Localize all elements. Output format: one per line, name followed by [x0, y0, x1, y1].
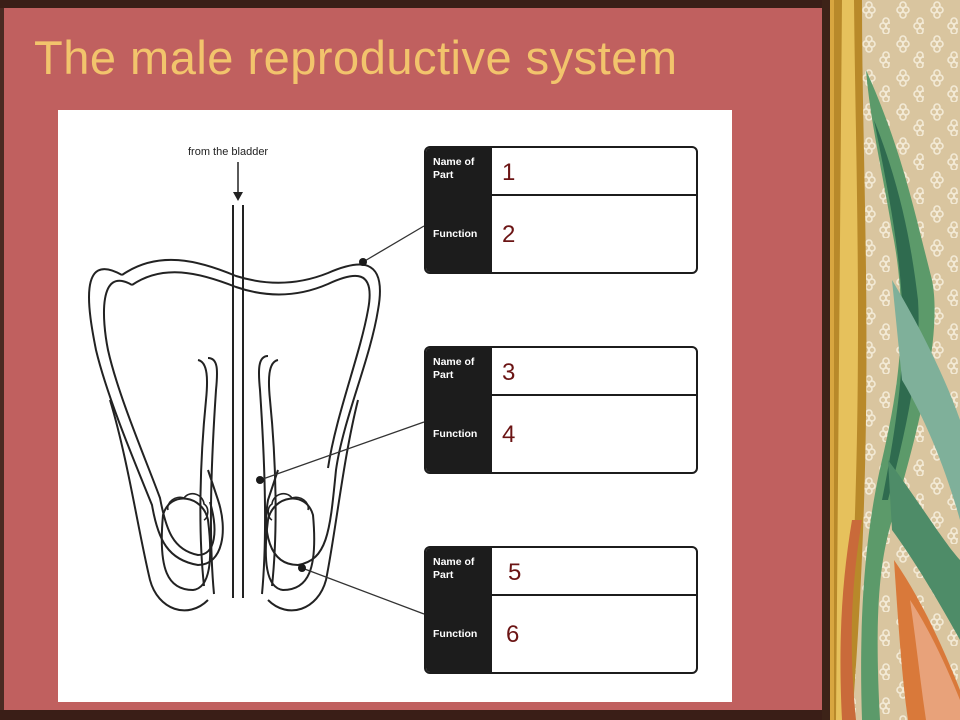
worksheet-diagram: from the bladder Name of Part Function 1… [58, 110, 732, 702]
label-box-divider [492, 594, 696, 596]
name-of-part-header: Name of Part [433, 156, 475, 181]
name-answer: 5 [508, 559, 522, 586]
function-header: Function [433, 228, 478, 240]
name-of-part-header: Name of Part [433, 556, 475, 581]
function-header: Function [433, 628, 478, 640]
label-box-2: Name of Part Function 3 4 [424, 346, 698, 474]
reproductive-system-illustration [88, 162, 425, 615]
name-answer: 1 [502, 159, 516, 186]
pointer-dot-1 [359, 258, 367, 266]
function-header: Function [433, 428, 478, 440]
label-box-header-column [426, 548, 492, 672]
function-answer: 4 [502, 421, 516, 448]
label-box-divider [492, 194, 696, 196]
label-box-1: Name of Part Function 1 2 [424, 146, 698, 274]
label-box-header-column [426, 148, 492, 272]
slide-border-top [0, 0, 826, 8]
slide-title: The male reproductive system [34, 31, 678, 84]
pointer-dot-3 [298, 564, 306, 572]
label-box-header-column [426, 348, 492, 472]
slide-border-bottom [0, 710, 826, 720]
function-answer: 6 [506, 621, 520, 648]
decorative-side-panel [822, 0, 960, 720]
label-box-divider [492, 394, 696, 396]
name-answer: 3 [502, 359, 516, 386]
slide-border-left [0, 0, 4, 720]
label-box-3: Name of Part Function 5 6 [424, 546, 698, 674]
pointer-dot-2 [256, 476, 264, 484]
name-of-part-header: Name of Part [433, 356, 475, 381]
arrow-label: from the bladder [188, 146, 269, 158]
function-answer: 2 [502, 221, 516, 248]
